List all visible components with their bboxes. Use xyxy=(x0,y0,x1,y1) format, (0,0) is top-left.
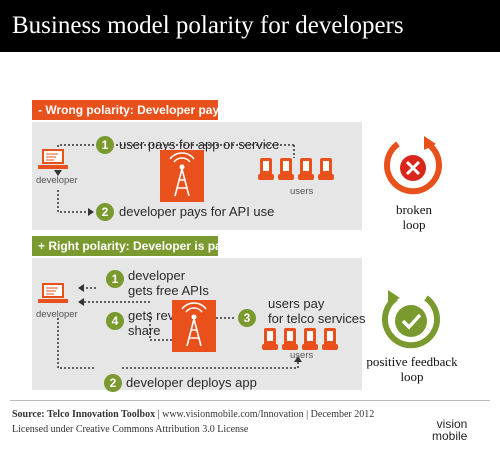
right-step3-line1: users pay xyxy=(268,296,325,311)
developer-laptop-wrong xyxy=(38,148,68,177)
positive-loop-label-1: positive feedback xyxy=(366,354,458,369)
users-label-right: users xyxy=(290,350,314,361)
visionmobile-logo: vision mobile xyxy=(432,418,467,442)
logo-line1: vision xyxy=(436,417,468,431)
wrong-step2-label: developer pays for API use xyxy=(119,204,275,219)
users-phones-right xyxy=(262,328,338,350)
footer-license: Licensed under Creative Commons Attribut… xyxy=(12,424,249,435)
right-step4-line1: gets rev xyxy=(128,308,175,323)
right-step3-line2: for telco services xyxy=(268,311,366,326)
users-label-wrong: users xyxy=(290,186,314,197)
footer-source-rest: | www.visionmobile.com/Innovation | Dece… xyxy=(157,409,375,420)
header-bar: Business model polarity for developers xyxy=(0,0,500,52)
cell-tower-icon xyxy=(160,150,204,202)
footer-source-label: Source: xyxy=(12,409,45,420)
developer-label-right: developer xyxy=(36,309,78,320)
step-number-3-right: 3 xyxy=(238,309,256,327)
footer-source: Source: Telco Innovation Toolbox | www.v… xyxy=(12,409,374,420)
cell-tower-icon xyxy=(172,300,216,352)
laptop-icon xyxy=(38,283,68,303)
logo-line2: mobile xyxy=(432,429,468,443)
right-step1-line1: developer xyxy=(128,268,186,283)
broken-loop-label-2: loop xyxy=(402,217,426,232)
wrong-step1-label: user pays for app or service xyxy=(119,137,280,152)
footer-source-name: Telco Innovation Toolbox xyxy=(47,409,156,420)
right-step2-label: developer deploys app xyxy=(126,375,257,390)
laptop-icon xyxy=(38,149,68,169)
check-loop-icon xyxy=(382,290,440,349)
right-polarity-tag: + Right polarity: Developer is paid - xyxy=(32,236,240,256)
broken-loop-icon xyxy=(384,136,442,195)
positive-loop-label-2: loop xyxy=(400,369,424,384)
broken-loop-label-1: broken xyxy=(395,202,433,217)
step-number-2-right: 2 xyxy=(104,374,122,392)
wrong-polarity-tag: - Wrong polarity: Developer pays + xyxy=(32,100,236,120)
step-number-2-wrong: 2 xyxy=(96,203,114,221)
developer-label-wrong: developer xyxy=(36,175,78,186)
footer-divider xyxy=(10,400,490,401)
right-step1-line2: gets free APIs xyxy=(128,283,209,298)
page-title: Business model polarity for developers xyxy=(12,12,404,39)
step-number-1-right: 1 xyxy=(106,270,124,288)
right-step4-line2: share xyxy=(128,323,161,338)
step-number-4-right: 4 xyxy=(106,312,124,330)
users-phones-wrong xyxy=(258,158,334,180)
step-number-1-wrong: 1 xyxy=(96,136,114,154)
